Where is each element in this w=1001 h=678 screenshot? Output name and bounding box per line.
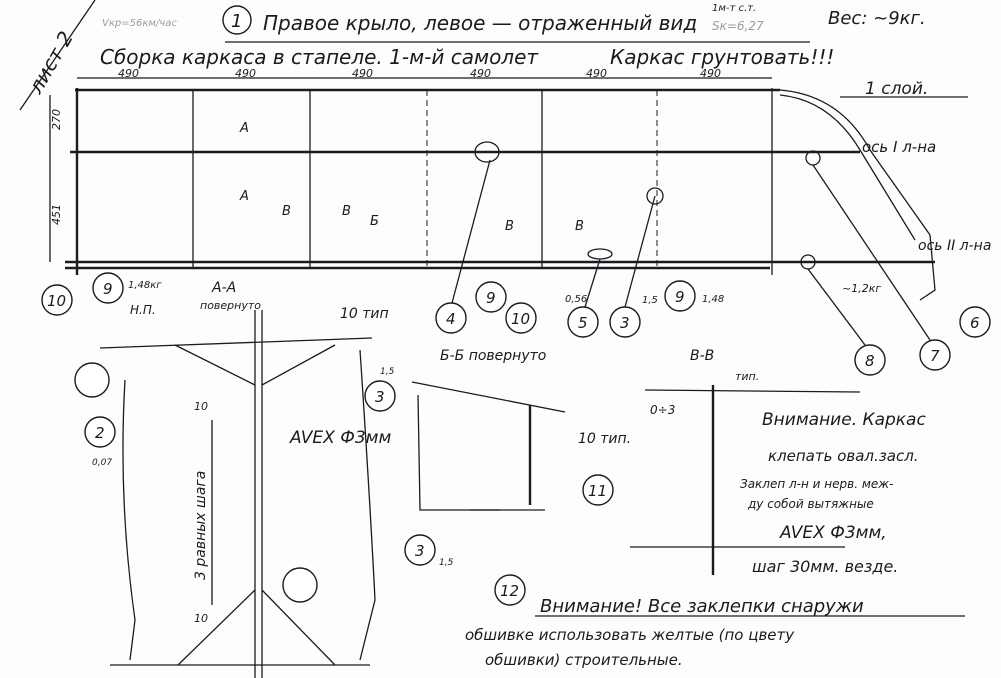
thickness-note: 1,5 xyxy=(439,558,454,568)
title: Правое крыло, левое — отраженный вид xyxy=(263,11,697,35)
callout-label: 6 xyxy=(970,314,980,332)
dim-10: 10 xyxy=(194,400,208,413)
bay-dim: 490 xyxy=(118,67,139,80)
section-bb: Б-Б повернуто 10 тип. 11 3 1,5 12 xyxy=(404,348,631,606)
note-line: AVEX Ф3мм, xyxy=(779,523,887,543)
section-vv: В-В тип. 0÷3 xyxy=(630,348,861,575)
callout-label: 9 xyxy=(103,280,113,298)
note-1: Внимание. Каркас клепать овал.засл. Закл… xyxy=(740,410,926,576)
section-mark: Б xyxy=(370,214,379,229)
primer-note: Каркас грунтовать!!! xyxy=(610,45,834,69)
callout-label: 5 xyxy=(578,314,588,332)
gap-note: 0÷3 xyxy=(650,403,675,417)
rib-weight: 0,56 xyxy=(565,294,587,305)
bay-dim: 490 xyxy=(470,67,491,80)
rib-weight: 1,48кг xyxy=(128,280,162,291)
pitch-label: 3 равных шага xyxy=(193,471,209,580)
callout-label: 10 xyxy=(47,292,66,310)
bay-dim: 490 xyxy=(586,67,607,80)
note-line: клепать овал.засл. xyxy=(768,447,919,465)
section-bb-title: Б-Б повернуто xyxy=(440,348,546,364)
bay-dim: 490 xyxy=(700,67,721,80)
note-line: Заклеп л-н и нерв. меж- xyxy=(740,477,893,491)
bay-dims: 490 490 490 490 490 490 xyxy=(118,67,721,80)
bay-dim: 490 xyxy=(235,67,256,80)
np-label: Н.П. xyxy=(130,303,156,317)
callout-1 xyxy=(222,5,252,35)
material-note: 1м-т с.т. xyxy=(712,3,756,14)
spar2-label: ось II л-на xyxy=(918,238,991,254)
bay-dim: 490 xyxy=(352,67,373,80)
rivet-note: AVEX Ф3мм xyxy=(289,428,391,448)
note-line: обшивке использовать желтые (по цвету xyxy=(465,626,795,644)
callout-1-label: 1 xyxy=(231,11,242,32)
section-mark: B xyxy=(342,204,351,219)
callout-label: 3 xyxy=(375,388,385,406)
callout-label: 11 xyxy=(588,482,607,500)
section-mark: B xyxy=(575,219,584,234)
callout-label: 7 xyxy=(930,347,940,365)
section-mark: A xyxy=(239,189,249,204)
callout-label: 3 xyxy=(415,542,425,560)
rib-weight: 1,48 xyxy=(702,294,724,305)
section-aa-title: A-A xyxy=(211,280,236,296)
section-aa: A-A повернуто Н.П. 10 тип 2 3 1,5 0,07 1… xyxy=(74,280,396,678)
area-note: Sк=6,27 xyxy=(712,19,764,33)
speed-note: Vкр=56км/час xyxy=(102,18,177,29)
thickness-note: 1,5 xyxy=(380,367,395,377)
layer-note: 1 слой. xyxy=(865,79,928,99)
plan-callouts: 10 9 9 10 9 4 5 3 8 7 6 xyxy=(41,159,991,376)
pitch-note: 10 тип. xyxy=(578,431,631,447)
height-dim: 270 xyxy=(50,109,63,130)
callout-label: 3 xyxy=(620,314,630,332)
dim-10: 10 xyxy=(194,612,208,625)
note-line: Внимание! Все заклепки снаружи xyxy=(540,596,864,617)
weight: Вес: ~9кг. xyxy=(828,8,926,29)
note-2: Внимание! Все заклепки снаружи обшивке и… xyxy=(465,596,965,669)
note-line: шаг 30мм. везде. xyxy=(752,557,898,576)
subtitle: Сборка каркаса в стапеле. 1-м-й самолет xyxy=(100,45,539,69)
tip-weight: ~1,2кг xyxy=(842,282,881,295)
wing-frame: 270 451 xyxy=(49,88,936,301)
section-aa-subtitle: повернуто xyxy=(200,299,261,312)
section-mark: B xyxy=(282,204,291,219)
height-dim: 451 xyxy=(50,204,63,225)
weight-note: 0,07 xyxy=(92,458,112,468)
sheet-label: лист 2 xyxy=(23,27,78,98)
section-mark: B xyxy=(505,219,514,234)
pitch-note: 10 тип xyxy=(340,306,389,322)
callout-label: 2 xyxy=(95,424,105,442)
callout-label: 10 xyxy=(511,310,530,328)
typ-note: тип. xyxy=(735,370,759,383)
note-line: обшивки) строительные. xyxy=(485,651,683,669)
section-marks: A A B B Б B B xyxy=(239,121,584,234)
section-mark: A xyxy=(239,121,249,136)
callout-label: 9 xyxy=(675,288,685,306)
callout-label: 8 xyxy=(865,352,875,370)
thickness-note: 1,5 xyxy=(642,295,658,306)
callout-label: 9 xyxy=(486,289,496,307)
callout-label: 12 xyxy=(500,582,519,600)
callout-label: 4 xyxy=(446,310,456,328)
note-line: Внимание. Каркас xyxy=(762,410,926,430)
note-line: ду собой вытяжные xyxy=(747,497,874,511)
corner-line xyxy=(19,0,96,111)
spar1-label: ось I л-на xyxy=(862,138,936,156)
section-vv-title: В-В xyxy=(690,348,714,364)
